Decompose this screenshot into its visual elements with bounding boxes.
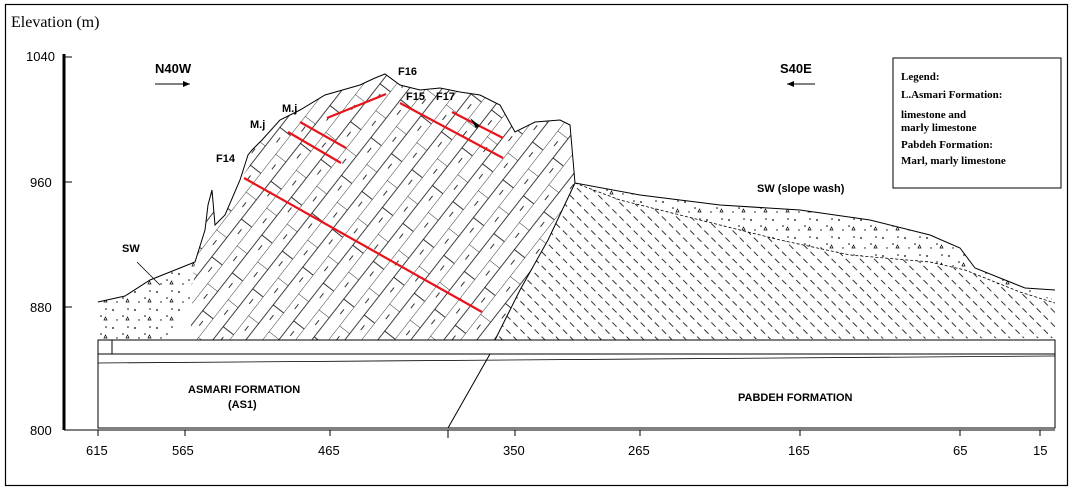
fault-f16 (326, 92, 387, 120)
legend-item-5: Marl, marly limestone (901, 155, 1006, 167)
label-f15: F15 (406, 91, 425, 103)
elev-tick-1040: 1040 (26, 49, 55, 64)
ground-surface (97, 73, 1056, 303)
dist-tick-350: 350 (503, 443, 525, 458)
label-f17: F17 (436, 91, 455, 103)
arrow-right-icon (155, 81, 190, 87)
label-asmari-formation: ASMARI FORMATION (188, 384, 300, 396)
direction-n40w: N40W (155, 61, 192, 76)
basement-strip-upper (97, 339, 1056, 355)
legend-item-1: L.Asmari Formation: (901, 89, 1002, 101)
direction-s40e: S40E (780, 61, 812, 76)
fault-f15 (399, 102, 504, 159)
dist-tick-165: 165 (788, 443, 810, 458)
arrow-left-icon (787, 81, 815, 87)
label-mj-1: M.j (282, 103, 297, 115)
legend-box: Legend: L.Asmari Formation: limestone an… (892, 57, 1062, 189)
label-f16: F16 (398, 66, 417, 78)
label-mj-2: M.j (250, 119, 265, 131)
formation-contact (494, 182, 576, 341)
asmari-limestone-body (190, 74, 575, 340)
pabdeh-marl-body (495, 183, 1055, 340)
dist-tick-265: 265 (628, 443, 650, 458)
slope-wash-right (575, 183, 1055, 300)
fault-f14 (243, 177, 483, 313)
dist-tick-65: 65 (953, 443, 967, 458)
basement-lower-block (97, 353, 1056, 429)
label-f14: F14 (216, 153, 236, 165)
label-asmari-code: (AS1) (228, 399, 257, 411)
dist-tick-565: 565 (172, 443, 194, 458)
dist-tick-465: 465 (318, 443, 340, 458)
dist-tick-15: 15 (1033, 443, 1047, 458)
legend-title: Legend: (901, 71, 940, 83)
fault-mj-2 (287, 131, 342, 164)
slope-wash-base (574, 182, 1056, 304)
fault-mj-1 (299, 121, 347, 149)
legend-item-4: Pabdeh Formation: (901, 139, 993, 151)
slope-wash-left (98, 262, 195, 340)
elev-tick-800: 800 (30, 423, 52, 438)
fault-arrow-icon (470, 118, 480, 128)
basement-contact (447, 353, 491, 429)
elev-tick-960: 960 (30, 175, 52, 190)
label-sw-left: SW (122, 243, 140, 255)
label-pabdeh-formation: PABDEH FORMATION (738, 392, 853, 404)
elev-tick-880: 880 (30, 300, 52, 315)
dist-tick-615: 615 (86, 443, 108, 458)
legend-item-3: marly limestone (901, 122, 977, 134)
elevation-axis-label: Elevation (m) (11, 14, 99, 31)
label-sw-right: SW (slope wash) (757, 183, 845, 195)
legend-item-2: limestone and (901, 109, 966, 121)
figure-frame (4, 3, 1069, 487)
